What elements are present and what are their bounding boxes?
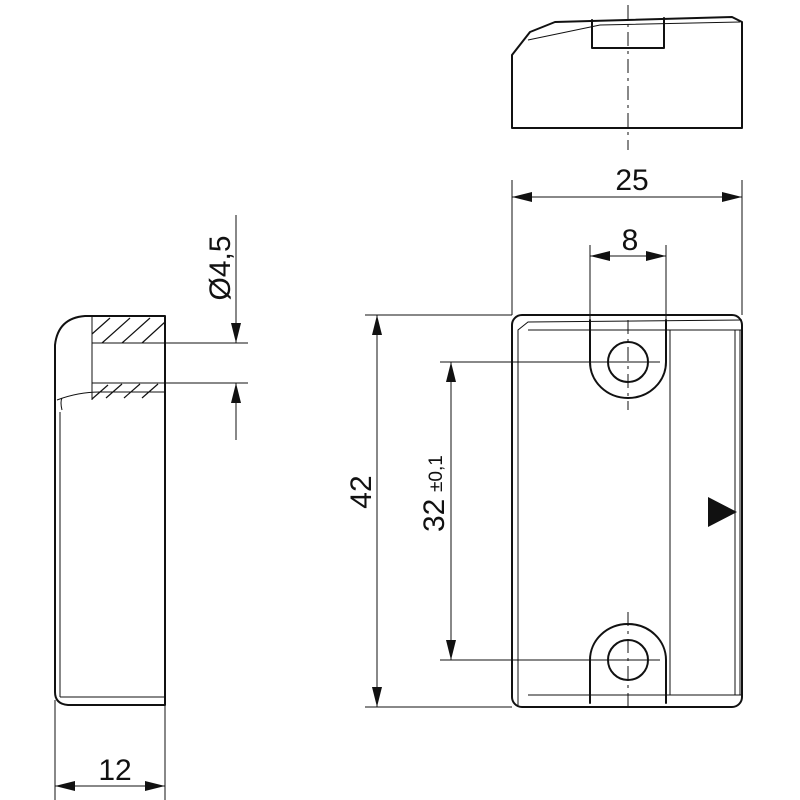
dimension-depth: 12 bbox=[54, 700, 166, 800]
dimension-height: 42 bbox=[345, 314, 512, 708]
dimension-label-depth: 12 bbox=[98, 754, 131, 787]
dimension-label-diameter: Ø4,5 bbox=[204, 235, 237, 300]
dimension-label-hole-distance: 32 bbox=[418, 499, 451, 532]
front-view bbox=[511, 314, 743, 708]
section-hatching bbox=[91, 317, 166, 400]
dimension-hole-diameter: Ø4,5 bbox=[165, 215, 248, 440]
dimension-width: 25 bbox=[511, 164, 743, 315]
dimension-lug-width: 8 bbox=[589, 224, 667, 320]
dimension-label-height: 42 bbox=[345, 475, 378, 508]
side-view bbox=[54, 315, 166, 706]
top-mounting-lug bbox=[589, 319, 667, 410]
dimension-label-lug-width: 8 bbox=[622, 224, 639, 257]
dimension-label-tolerance: ±0,1 bbox=[426, 455, 447, 492]
dimension-label-width: 25 bbox=[615, 164, 648, 197]
triangle-right-icon bbox=[708, 497, 737, 527]
dimension-hole-distance: 32 ±0,1 bbox=[418, 361, 660, 661]
top-view bbox=[511, 5, 743, 150]
